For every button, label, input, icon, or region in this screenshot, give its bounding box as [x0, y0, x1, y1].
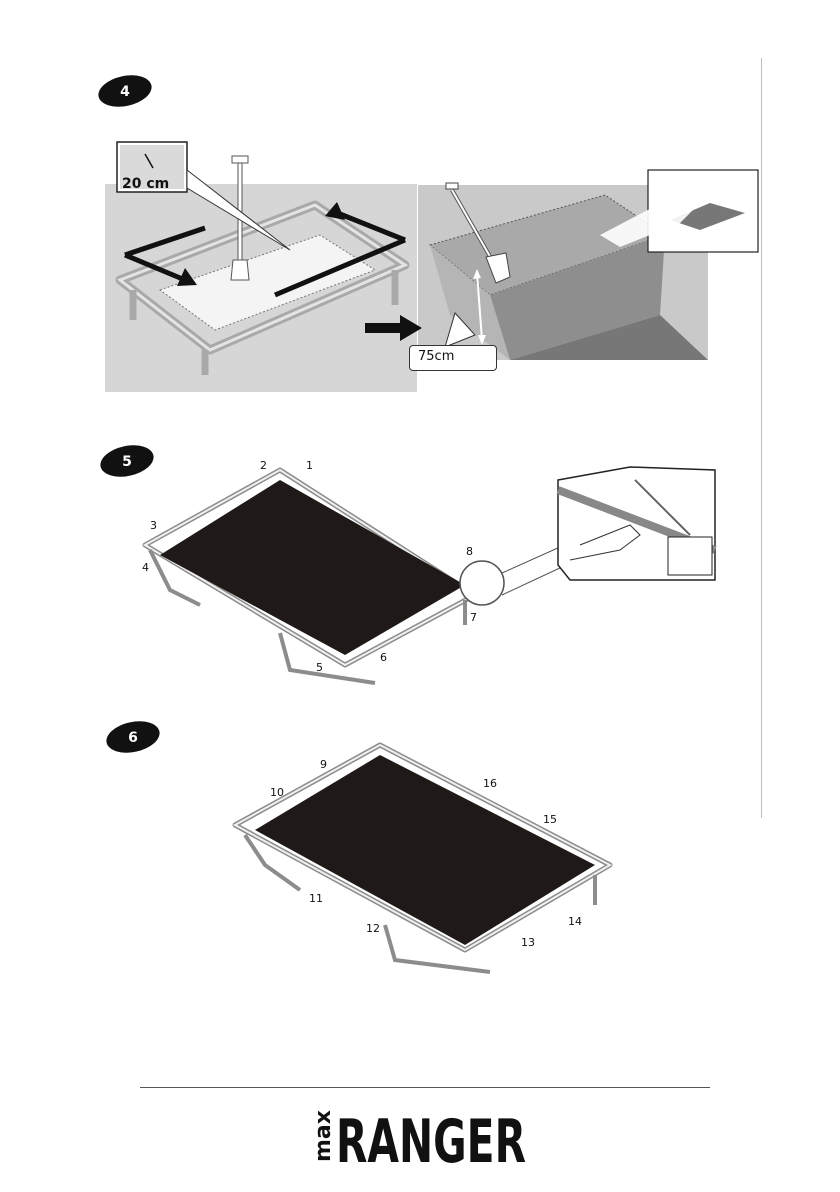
svg-text:3: 3 [150, 519, 157, 532]
pit-depth-label-box: 75cm [409, 345, 497, 371]
svg-text:4: 4 [120, 84, 130, 100]
svg-text:7: 7 [470, 611, 477, 624]
svg-text:5: 5 [316, 661, 323, 674]
jump-mat [160, 480, 465, 655]
footer-rule [140, 1087, 710, 1088]
depth-inset-label: 20 cm [122, 176, 169, 192]
svg-text:16: 16 [483, 777, 497, 790]
brand-logo: max RANGER [300, 1100, 540, 1170]
step5-mat-installation-illustration: 2 1 3 4 5 6 7 8 [130, 455, 730, 690]
svg-text:1: 1 [306, 459, 313, 472]
step-badge-6: 6 [104, 720, 162, 754]
svg-text:11: 11 [309, 892, 323, 905]
svg-text:8: 8 [466, 545, 473, 558]
svg-text:12: 12 [366, 922, 380, 935]
svg-text:9: 9 [320, 758, 327, 771]
step-badge-4: 4 [96, 74, 154, 108]
svg-text:10: 10 [270, 786, 284, 799]
step6-mat-installation-illustration: 9 10 11 12 13 14 15 16 [225, 740, 625, 980]
pit-depth-label: 75cm [418, 349, 454, 364]
svg-text:4: 4 [142, 561, 149, 574]
svg-text:6: 6 [380, 651, 387, 664]
svg-text:2: 2 [260, 459, 267, 472]
page-divider-vertical [761, 58, 762, 818]
svg-text:RANGER: RANGER [336, 1107, 526, 1170]
svg-text:max: max [311, 1110, 336, 1162]
svg-text:15: 15 [543, 813, 557, 826]
svg-text:14: 14 [568, 915, 582, 928]
svg-text:13: 13 [521, 936, 535, 949]
svg-text:6: 6 [128, 730, 138, 746]
